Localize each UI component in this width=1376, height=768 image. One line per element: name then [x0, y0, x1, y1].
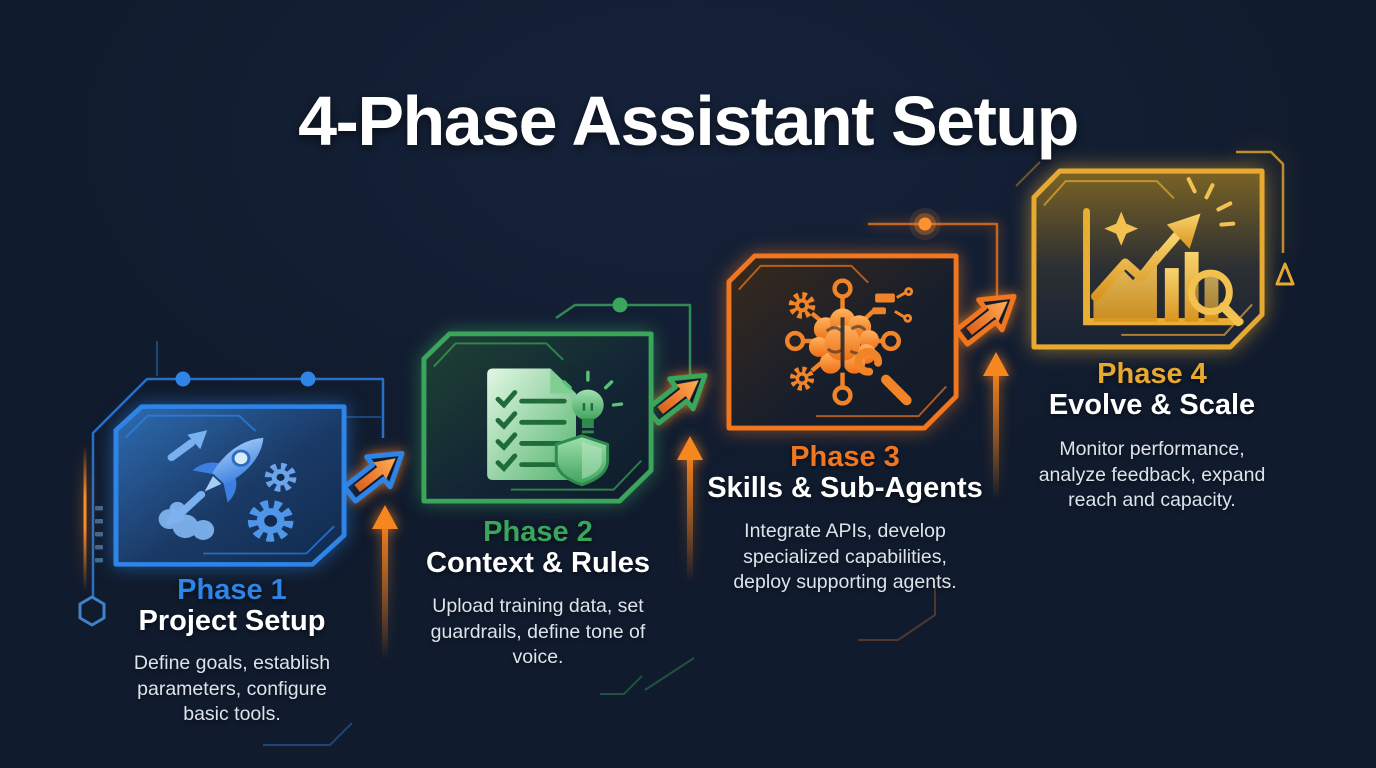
checklist-bulb-shield-icon — [487, 368, 624, 487]
phase-4-card — [1031, 168, 1265, 350]
phase-3-label: Phase 3 — [790, 441, 900, 473]
sparkle-icon — [1104, 211, 1139, 246]
phase-2-description: Upload training data, set guardrails, de… — [430, 595, 646, 669]
rocket-icon — [192, 437, 264, 503]
phase-4-label: Phase 4 — [1097, 358, 1207, 390]
connector-arrow-3 — [953, 293, 1017, 347]
phase-3-name: Skills & Sub-Agents — [707, 472, 983, 504]
lightbulb-icon — [562, 370, 624, 434]
circuit-trace-orange — [858, 208, 999, 641]
phase-1-card — [113, 404, 347, 567]
main-title: 4-Phase Assistant Setup — [298, 81, 1079, 160]
phase-1-description: Define goals, establish parameters, conf… — [133, 652, 331, 726]
brain-network-wrench-icon — [784, 278, 914, 406]
circuit-trace-gold — [1015, 150, 1295, 286]
up-arrow-2 — [677, 436, 703, 583]
phase-4-description: Monitor performance, analyze feedback, e… — [1038, 438, 1266, 512]
connector-arrow-2 — [644, 372, 708, 426]
hexagon-marker-icon — [78, 595, 106, 627]
triangle-marker-icon — [1275, 262, 1295, 286]
phase-2-card — [421, 331, 654, 504]
phase-2-label: Phase 2 — [483, 516, 593, 548]
checklist-document-icon — [487, 368, 577, 480]
phase-4-name: Evolve & Scale — [1048, 389, 1256, 421]
magnifier-icon — [1188, 269, 1243, 327]
circuit-node-dot-glow — [909, 208, 941, 240]
up-arrow-1 — [372, 505, 398, 660]
dash-marks — [95, 506, 103, 563]
rocket-launch-gears-icon — [158, 430, 297, 542]
gear-icon — [264, 462, 297, 492]
phase-1-name: Project Setup — [138, 605, 326, 637]
burst-lines — [1186, 177, 1236, 227]
circuit-node-dot — [175, 371, 191, 387]
wrench-icon — [854, 348, 912, 406]
up-arrow-3 — [983, 352, 1009, 500]
circuit-node-dot — [612, 297, 628, 313]
gear-icon — [789, 366, 815, 391]
connector-arrow-1 — [341, 450, 405, 504]
circuit-node-dot — [300, 371, 316, 387]
phase-3-card — [726, 253, 959, 431]
growth-chart-magnifier-icon — [1083, 177, 1244, 327]
cloud-icon — [158, 501, 215, 540]
phase-2-name: Context & Rules — [426, 547, 650, 579]
phase-1-label: Phase 1 — [177, 574, 287, 606]
shield-icon — [554, 434, 610, 487]
phase-3-description: Integrate APIs, develop specialized capa… — [733, 520, 957, 594]
circuit-chip-icon — [872, 287, 914, 323]
circuit-trace-green — [555, 297, 695, 695]
